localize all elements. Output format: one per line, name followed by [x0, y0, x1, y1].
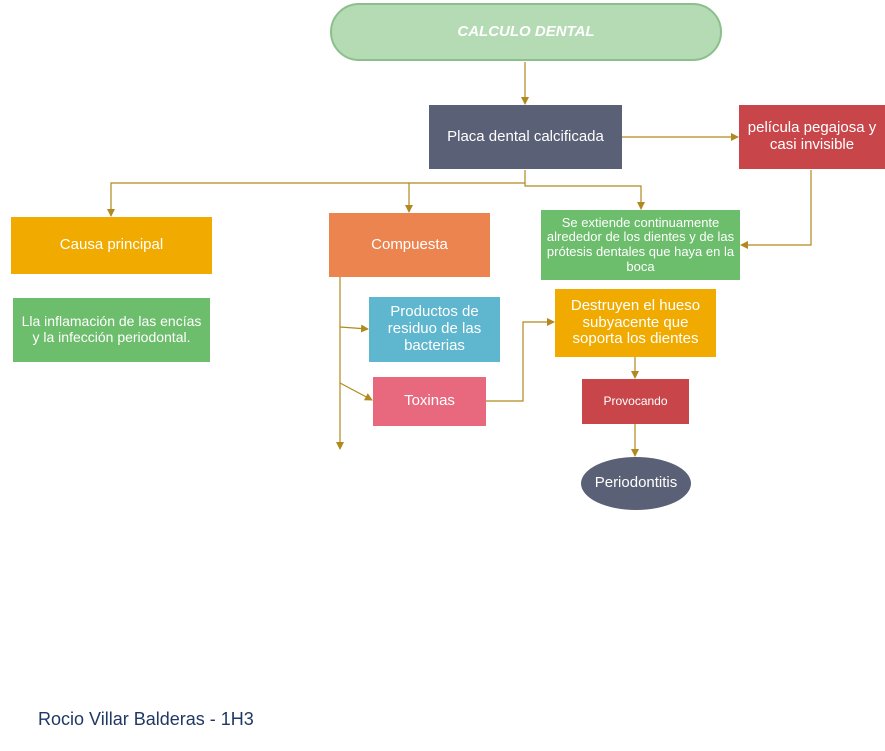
connector-compuesta-productos: [339, 324, 369, 333]
node-placa-dental: Placa dental calcificada: [429, 105, 622, 169]
diagram-title: CALCULO DENTAL: [330, 3, 722, 61]
node-inflamacion: Lla inflamación de las encías y la infec…: [13, 298, 210, 362]
node-toxinas: Toxinas: [373, 377, 486, 426]
node-causa-principal: Causa principal: [11, 217, 212, 274]
author-credit: Rocio Villar Balderas - 1H3: [38, 709, 254, 729]
connector-placa-extiende: [524, 183, 645, 210]
node-pelicula-pegajosa: película pegajosa y casi invisible: [739, 105, 885, 169]
node-se-extiende: Se extiende continuamente alrededor de l…: [541, 210, 740, 280]
connector-pelicula-extiende: [740, 170, 812, 249]
node-compuesta: Compuesta: [329, 213, 490, 277]
node-productos-residuo: Productos de residuo de las bacterias: [369, 297, 500, 362]
connector-placa-causa: [107, 170, 526, 217]
node-periodontitis: Periodontitis: [581, 457, 691, 510]
connector-toxinas-destruyen: [486, 318, 555, 402]
connector-compuesta-toxinas: [339, 382, 373, 401]
node-destruyen-hueso: Destruyen el hueso subyacente que soport…: [555, 289, 716, 357]
node-provocando: Provocando: [582, 379, 689, 424]
